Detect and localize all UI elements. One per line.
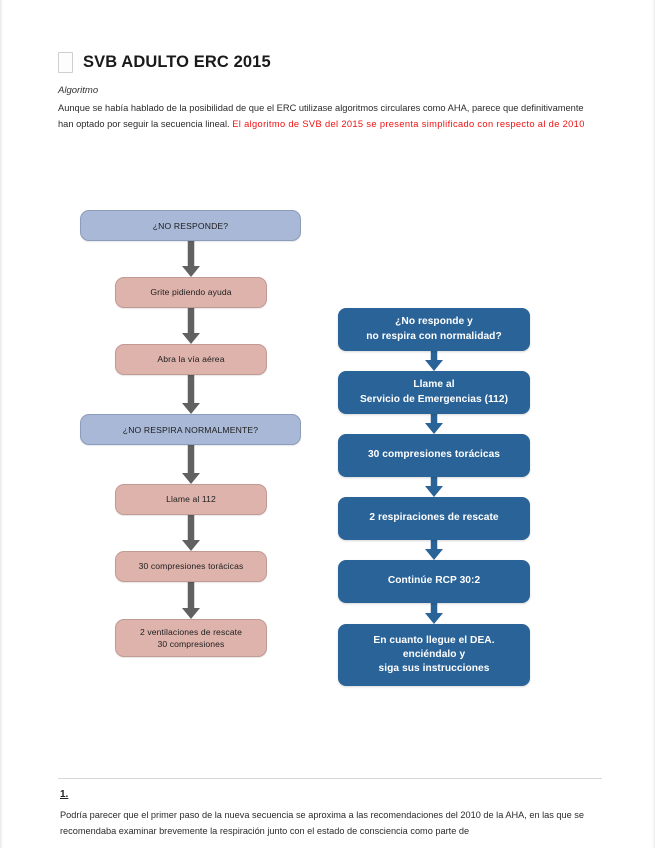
flow-node-label: ¿No responde y no respira con normalidad… <box>366 316 502 342</box>
flow-node-l2: Grite pidiendo ayuda <box>115 277 267 308</box>
flow-node-label: 2 ventilaciones de rescate 30 compresion… <box>140 626 242 649</box>
flow-arrow <box>425 540 443 560</box>
flow-arrow <box>425 351 443 371</box>
flow-node-label: Continúe RCP 30:2 <box>387 575 481 587</box>
footnote-text: Podría parecer que el primer paso de la … <box>60 810 585 836</box>
flow-node-r4: 2 respiraciones de rescate <box>338 497 530 540</box>
flow-node-r6: En cuanto llegue el DEA. enciéndalo y si… <box>338 624 530 686</box>
flow-node-l7: 2 ventilaciones de rescate 30 compresion… <box>115 619 267 657</box>
flow-node-l5: Llame al 112 <box>115 484 267 515</box>
flow-arrow <box>425 477 443 497</box>
flow-node-r5: Continúe RCP 30:2 <box>338 560 530 603</box>
title-row: SVB ADULTO ERC 2015 <box>58 52 603 73</box>
footnote-divider <box>58 778 602 779</box>
flow-arrow <box>182 375 200 414</box>
flow-arrow <box>425 603 443 624</box>
flow-node-l3: Abra la vía aérea <box>115 344 267 375</box>
flow-node-l6: 30 compresiones torácicas <box>115 551 267 582</box>
flow-node-label: ¿NO RESPIRA NORMALMENTE? <box>122 424 259 435</box>
intro-highlighted-text: El algoritmo de SVB del 2015 se presenta… <box>232 118 585 129</box>
flow-node-l4: ¿NO RESPIRA NORMALMENTE? <box>80 414 301 445</box>
flow-node-label: Grite pidiendo ayuda <box>150 287 232 298</box>
page-edge-right <box>652 0 655 848</box>
flow-node-label: 30 compresiones torácicas <box>367 449 501 461</box>
flow-node-label: 30 compresiones torácicas <box>138 561 244 572</box>
section-subheading: Algoritmo <box>58 85 99 96</box>
footnote-block: 1. Podría parecer que el primer paso de … <box>60 784 605 840</box>
flow-arrow <box>181 445 200 484</box>
intro-plain-text: Aunque se había hablado de la posibilida… <box>58 103 584 129</box>
document-header: SVB ADULTO ERC 2015 Algoritmo Aunque se … <box>58 52 603 132</box>
flow-node-l1: ¿NO RESPONDE? <box>80 210 301 241</box>
footnote-number: 1. <box>60 789 69 800</box>
flow-node-label: Llame al 112 <box>166 494 216 505</box>
flow-node-label: Llame al Servicio de Emergencias (112) <box>359 379 509 405</box>
flow-node-label: Abra la vía aérea <box>157 354 225 365</box>
page-title: SVB ADULTO ERC 2015 <box>83 53 271 71</box>
placeholder-box-icon <box>58 52 73 73</box>
flow-arrow <box>182 582 200 619</box>
flow-node-label: En cuanto llegue el DEA. enciéndalo y si… <box>373 634 495 675</box>
page-edge-left <box>0 0 3 848</box>
flow-node-r3: 30 compresiones torácicas <box>338 434 530 477</box>
flow-node-label: ¿NO RESPONDE? <box>152 220 229 231</box>
flow-arrow <box>181 241 200 277</box>
flow-arrow <box>182 308 200 344</box>
flow-node-r2: Llame al Servicio de Emergencias (112) <box>338 371 530 414</box>
flow-node-label: 2 respiraciones de rescate <box>369 512 499 524</box>
flow-node-r1: ¿No responde y no respira con normalidad… <box>338 308 530 351</box>
intro-paragraph: Aunque se había hablado de la posibilida… <box>58 101 598 132</box>
flow-arrow <box>182 515 200 551</box>
flow-arrow <box>425 414 443 434</box>
